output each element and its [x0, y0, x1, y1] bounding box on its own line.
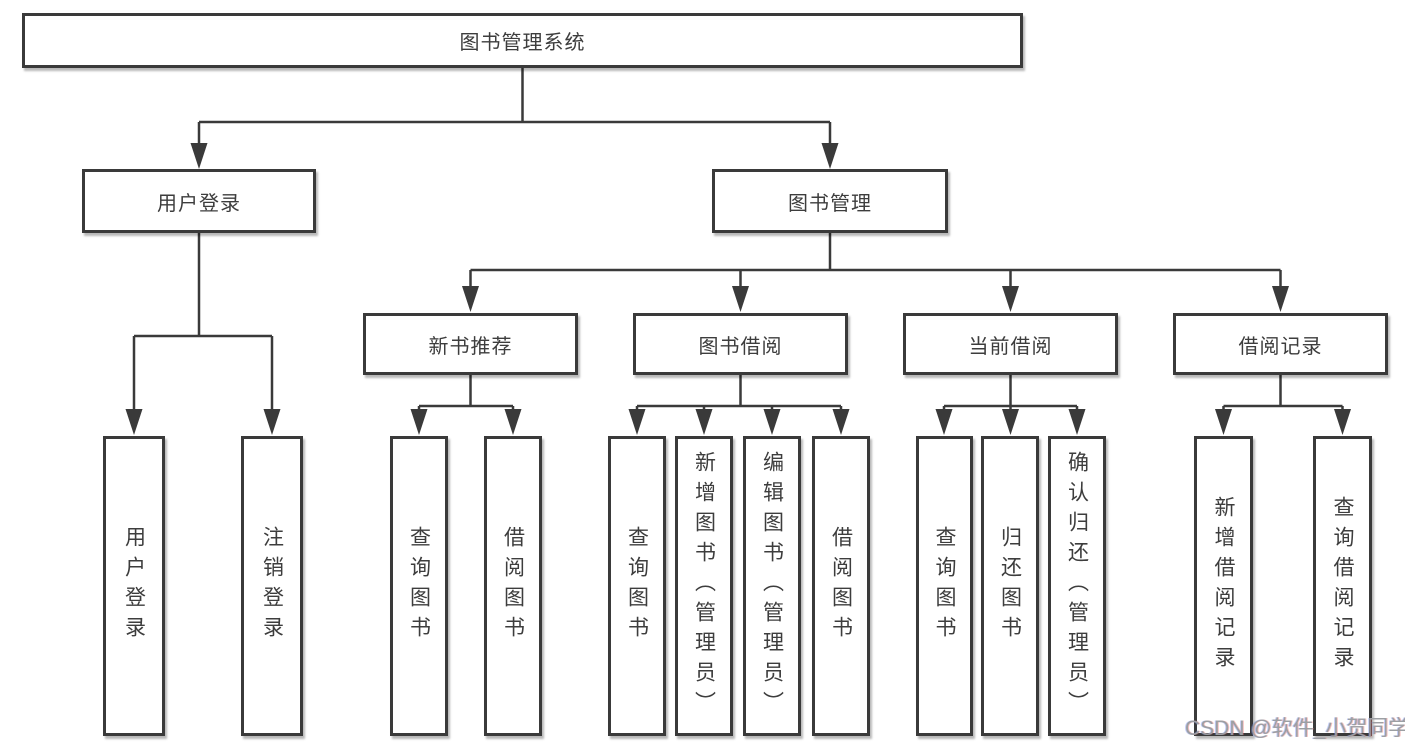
arrow-down-icon: [1215, 409, 1232, 435]
arrow-down-icon: [410, 409, 428, 435]
leaf-borrow-borrow-books: 借阅图书: [812, 436, 870, 736]
leaf-recommend-query-books: 查询图书: [390, 436, 448, 736]
arrow-down-icon: [1334, 409, 1351, 435]
node-borrowing-records: 借阅记录: [1173, 313, 1388, 375]
arrow-down-icon: [628, 409, 646, 435]
arrowhead-group: [125, 143, 1351, 435]
leaf-records-add-record: 新增借阅记录: [1194, 436, 1253, 736]
arrow-down-icon: [125, 409, 143, 435]
node-user-login: 用户登录: [82, 169, 316, 233]
arrow-down-icon: [1068, 409, 1086, 435]
leaf-current-confirm-return-admin: 确认归还（管理员）: [1048, 436, 1106, 736]
csdn-watermark: CSDN @软件_小贺同学: [1185, 717, 1405, 740]
node-book-borrowing: 图书借阅: [633, 313, 848, 375]
node-book-management: 图书管理: [712, 169, 948, 233]
leaf-borrow-add-books-admin: 新增图书（管理员）: [675, 436, 733, 736]
leaf-user-login: 用户登录: [103, 436, 165, 736]
arrow-down-icon: [1002, 409, 1019, 435]
arrow-down-icon: [1272, 286, 1289, 312]
leaf-borrow-edit-books-admin: 编辑图书（管理员）: [743, 436, 801, 736]
leaf-recommend-borrow-books: 借阅图书: [484, 436, 542, 736]
arrow-down-icon: [695, 409, 713, 435]
arrow-down-icon: [462, 286, 479, 312]
leaf-records-query-record: 查询借阅记录: [1313, 436, 1372, 736]
node-library-management-system: 图书管理系统: [22, 13, 1023, 68]
arrow-down-icon: [732, 286, 749, 312]
arrow-down-icon: [1002, 286, 1019, 312]
arrow-down-icon: [763, 409, 781, 435]
arrow-down-icon: [263, 409, 281, 435]
arrow-down-icon: [190, 143, 208, 169]
node-current-borrowing: 当前借阅: [903, 313, 1118, 375]
arrow-down-icon: [832, 409, 850, 435]
leaf-borrow-query-books: 查询图书: [608, 436, 666, 736]
node-new-book-recommend: 新书推荐: [363, 313, 578, 375]
arrow-down-icon: [504, 409, 522, 435]
leaf-logout: 注销登录: [241, 436, 303, 736]
arrow-down-icon: [935, 409, 953, 435]
arrow-down-icon: [821, 143, 839, 169]
leaf-current-query-books: 查询图书: [916, 436, 973, 736]
leaf-current-return-books: 归还图书: [981, 436, 1039, 736]
